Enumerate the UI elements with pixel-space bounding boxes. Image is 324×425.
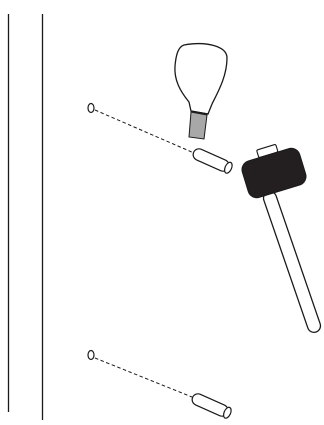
glue-bottle-neck — [190, 110, 209, 115]
guide-line-lower — [94, 357, 193, 398]
drill-hole-upper — [87, 102, 195, 154]
glue-bottle-body — [174, 43, 228, 115]
glue-nozzle — [188, 111, 208, 140]
wall-anchor-upper — [192, 148, 233, 174]
drill-hole-icon — [87, 349, 95, 361]
guide-line-upper — [94, 109, 195, 154]
wall-panel — [7, 14, 44, 420]
rubber-mallet — [241, 144, 322, 333]
drill-hole-lower — [87, 349, 193, 398]
wall-anchor-lower — [191, 393, 232, 419]
mallet-rubber-head — [241, 147, 307, 199]
mallet-handle — [262, 191, 322, 333]
drill-hole-icon — [87, 102, 95, 114]
glue-bottle — [174, 43, 228, 140]
mallet-head — [241, 144, 307, 199]
